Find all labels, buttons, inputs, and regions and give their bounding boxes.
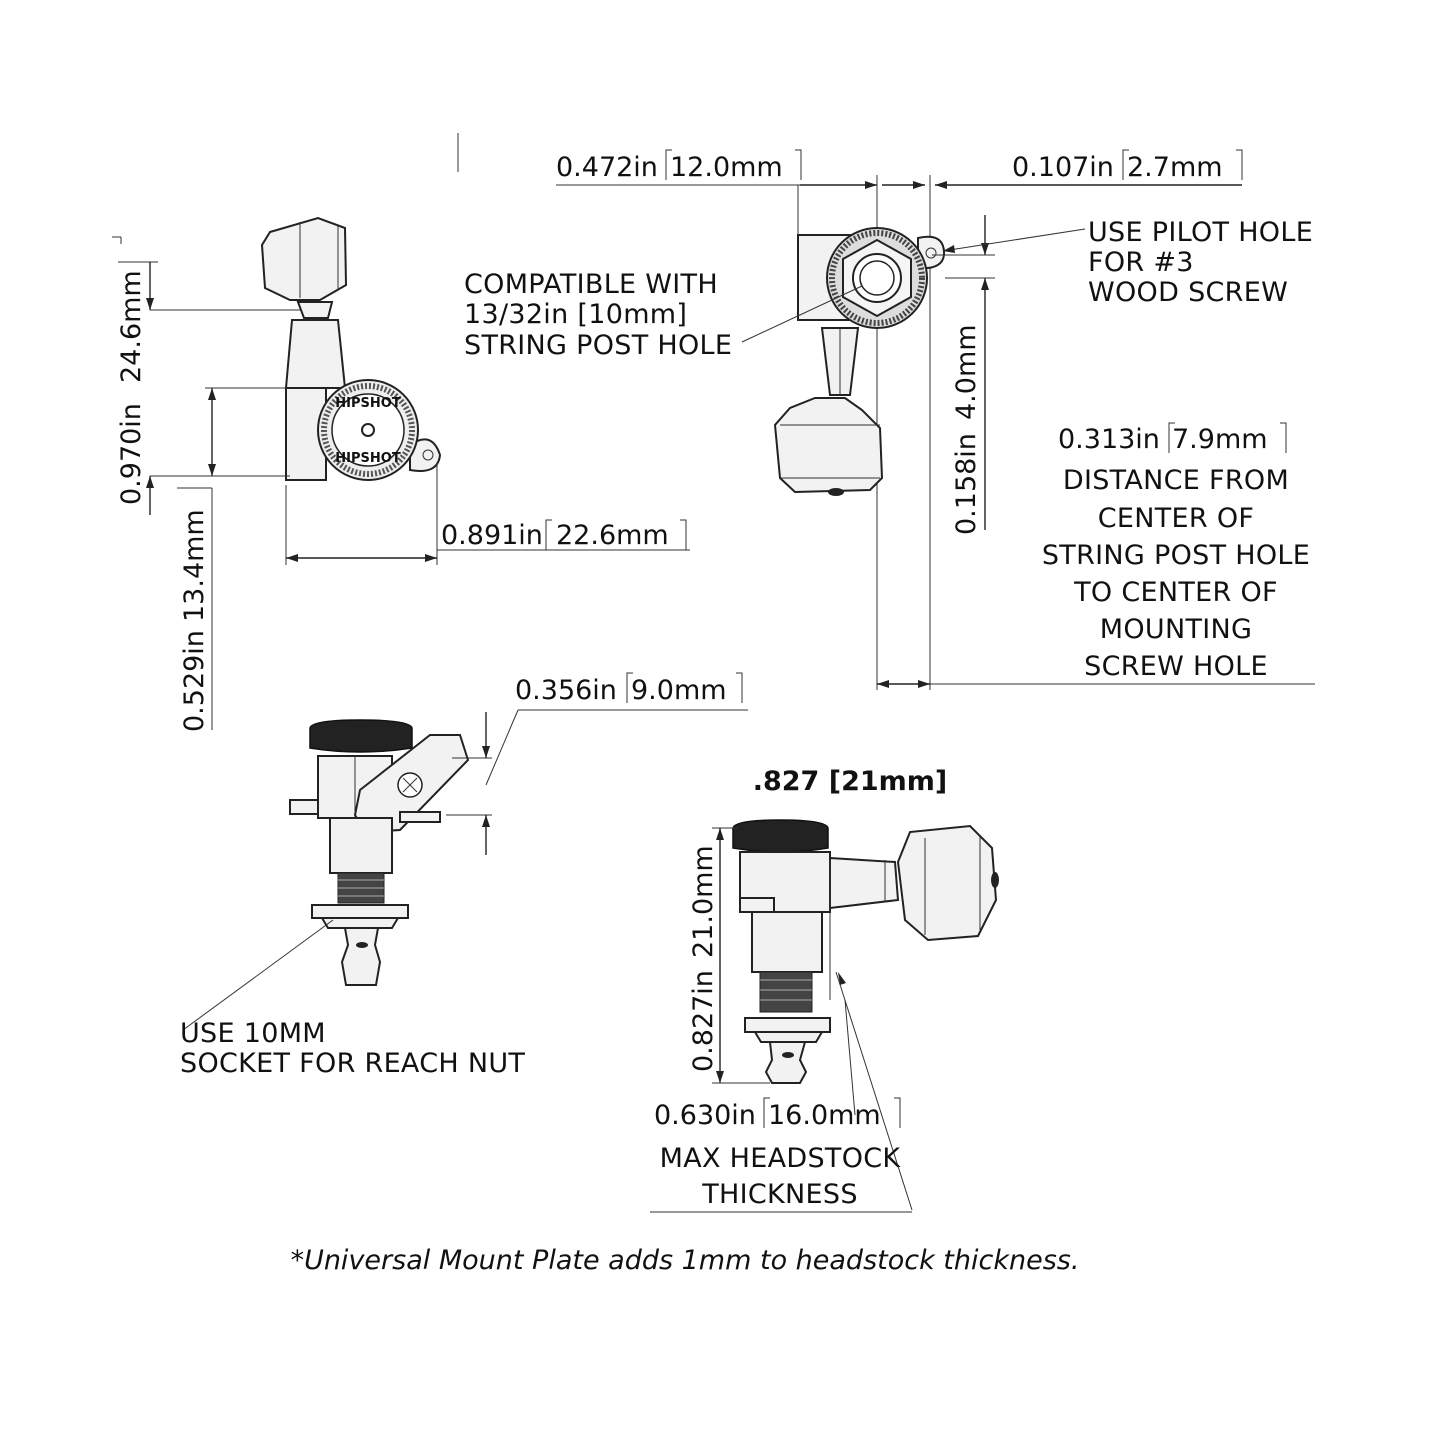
- svg-text:DISTANCE FROM: DISTANCE FROM: [1063, 465, 1289, 496]
- logo-text-top: HIPSHOT: [335, 396, 401, 411]
- dim-0529-in: 0.529in: [179, 630, 210, 732]
- svg-text:13/32in [10mm]: 13/32in [10mm]: [464, 299, 687, 330]
- dim-0472-in: 0.472in: [556, 152, 658, 183]
- distance-note: DISTANCE FROM CENTER OF STRING POST HOLE…: [1042, 465, 1310, 682]
- dim-0891-in: 0.891in: [441, 520, 543, 551]
- tuner-button: [260, 216, 348, 301]
- svg-text:USE 10MM: USE 10MM: [180, 1018, 326, 1049]
- svg-text:STRING POST HOLE: STRING POST HOLE: [464, 330, 732, 361]
- svg-text:SCREW HOLE: SCREW HOLE: [1084, 651, 1268, 682]
- dim-0970-in: 0.970in: [116, 403, 147, 505]
- dim-0107-mm: 2.7mm: [1127, 152, 1223, 183]
- svg-text:TO CENTER OF: TO CENTER OF: [1073, 577, 1278, 608]
- svg-text:THICKNESS: THICKNESS: [701, 1179, 858, 1210]
- svg-text:FOR #3: FOR #3: [1088, 247, 1194, 278]
- svg-text:MOUNTING: MOUNTING: [1100, 614, 1252, 645]
- dim-0630-mm: 16.0mm: [768, 1100, 881, 1131]
- dim-0891-mm: 22.6mm: [556, 520, 669, 551]
- tuner-button-front: [773, 397, 884, 494]
- svg-text:SOCKET FOR REACH NUT: SOCKET FOR REACH NUT: [180, 1048, 525, 1079]
- reach-nut: [311, 904, 409, 919]
- socket-note: USE 10MM SOCKET FOR REACH NUT: [180, 1018, 525, 1079]
- dim-0313-in: 0.313in: [1058, 424, 1160, 455]
- tuner-button-profile: [896, 824, 998, 942]
- side-view-tuner: HIPSHOT HIPSHOT 0.970in 24.6mm 0.529in 1…: [112, 216, 690, 732]
- svg-text:CENTER OF: CENTER OF: [1098, 503, 1255, 534]
- compatible-note: COMPATIBLE WITH 13/32in [10mm] STRING PO…: [464, 269, 732, 361]
- svg-text:STRING POST HOLE: STRING POST HOLE: [1042, 540, 1310, 571]
- front-view-tuner: 0.472in 12.0mm 0.107in 2.7mm: [556, 149, 1315, 690]
- dim-0630-in: 0.630in: [654, 1100, 756, 1131]
- dim-0158-in: 0.158in: [951, 433, 982, 535]
- dim-0472-mm: 12.0mm: [670, 152, 783, 183]
- profile-view-tuner: .827 [21mm] 0.827in 21.0mm: [650, 766, 999, 1213]
- svg-text:WOOD SCREW: WOOD SCREW: [1088, 277, 1288, 308]
- tuner-shaft: [284, 319, 347, 389]
- dim-0356-mm: 9.0mm: [631, 675, 727, 706]
- pilot-hole-note: USE PILOT HOLE FOR #3 WOOD SCREW: [1088, 217, 1313, 308]
- dim-0356-in: 0.356in: [515, 675, 617, 706]
- dim-heading-827: .827 [21mm]: [753, 766, 948, 797]
- svg-text:USE PILOT HOLE: USE PILOT HOLE: [1088, 217, 1313, 248]
- dim-0313-mm: 7.9mm: [1172, 424, 1268, 455]
- headstock-note: MAX HEADSTOCK THICKNESS: [660, 1143, 902, 1210]
- dim-0970-mm: 24.6mm: [116, 270, 147, 383]
- dim-0107-in: 0.107in: [1012, 152, 1114, 183]
- svg-text:COMPATIBLE WITH: COMPATIBLE WITH: [464, 269, 718, 300]
- locking-cap: [309, 719, 413, 753]
- dim-0158-mm: 4.0mm: [951, 324, 982, 420]
- svg-text:MAX HEADSTOCK: MAX HEADSTOCK: [660, 1143, 902, 1174]
- logo-text-bottom: HIPSHOT: [335, 451, 401, 466]
- mounting-ear: [409, 438, 442, 472]
- dim-0529-mm: 13.4mm: [179, 509, 210, 622]
- dim-0827-in: 0.827in: [688, 970, 719, 1072]
- bottom-view-tuner: 0.356in 9.0mm: [182, 672, 748, 1031]
- dim-0827-mm: 21.0mm: [688, 845, 719, 958]
- footnote: *Universal Mount Plate adds 1mm to heads…: [291, 1245, 1080, 1276]
